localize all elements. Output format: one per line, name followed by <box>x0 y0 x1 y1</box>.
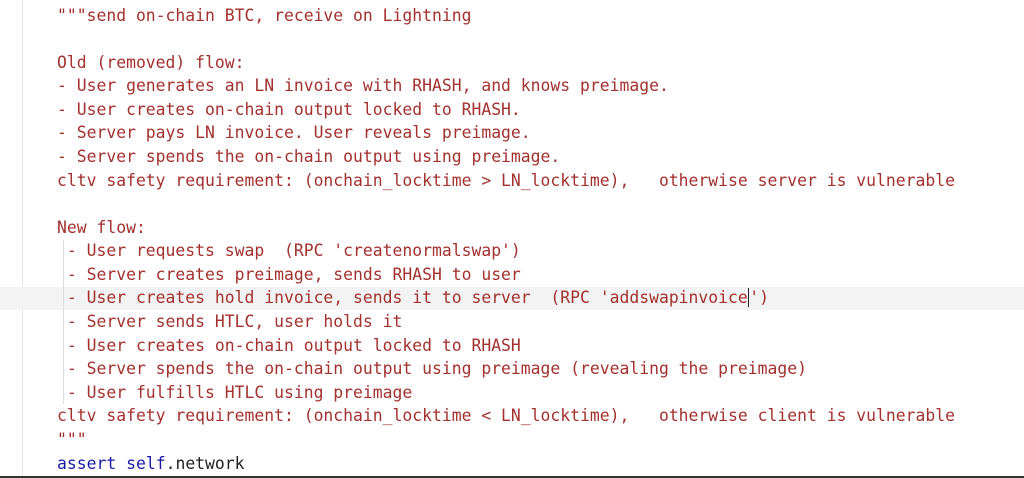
indent-guide <box>63 240 64 404</box>
code-line: - Server pays LN invoice. User reveals p… <box>57 123 531 143</box>
space <box>116 454 126 473</box>
code-line: - User fulfills HTLC using preimage <box>57 382 413 402</box>
code-line: - User creates hold invoice, sends it to… <box>57 286 769 310</box>
code-text: - User creates hold invoice, sends it to… <box>57 288 748 308</box>
code-line: """send on-chain BTC, receive on Lightni… <box>57 5 472 25</box>
attribute-name: .network <box>165 453 245 473</box>
code-line: - User generates an LN invoice with RHAS… <box>57 76 669 96</box>
code-line: - Server spends the on-chain output usin… <box>57 359 807 379</box>
code-line: - Server creates preimage, sends RHASH t… <box>57 264 521 284</box>
text-cursor <box>747 287 750 307</box>
code-line: cltv safety requirement: (onchain_lockti… <box>57 170 955 190</box>
assert-line: assert self.network <box>57 452 245 476</box>
code-line: Old (removed) flow: <box>57 52 245 72</box>
code-line: """ <box>57 429 87 449</box>
current-line-highlight <box>0 287 1024 310</box>
code-line: - User requests swap (RPC 'createnormals… <box>57 241 521 261</box>
code-line: cltv safety requirement: (onchain_lockti… <box>57 406 955 426</box>
gutter-divider <box>22 0 23 476</box>
self-keyword: self <box>126 453 166 473</box>
code-line: - Server sends HTLC, user holds it <box>57 312 403 332</box>
assert-keyword: assert <box>57 453 117 473</box>
code-line: - Server spends the on-chain output usin… <box>57 146 561 166</box>
code-text: ') <box>749 288 770 308</box>
code-line: - User creates on-chain output locked to… <box>57 99 521 119</box>
code-line: New flow: <box>57 217 146 237</box>
bottom-border <box>0 476 1024 478</box>
code-line: - User creates on-chain output locked to… <box>57 335 521 355</box>
